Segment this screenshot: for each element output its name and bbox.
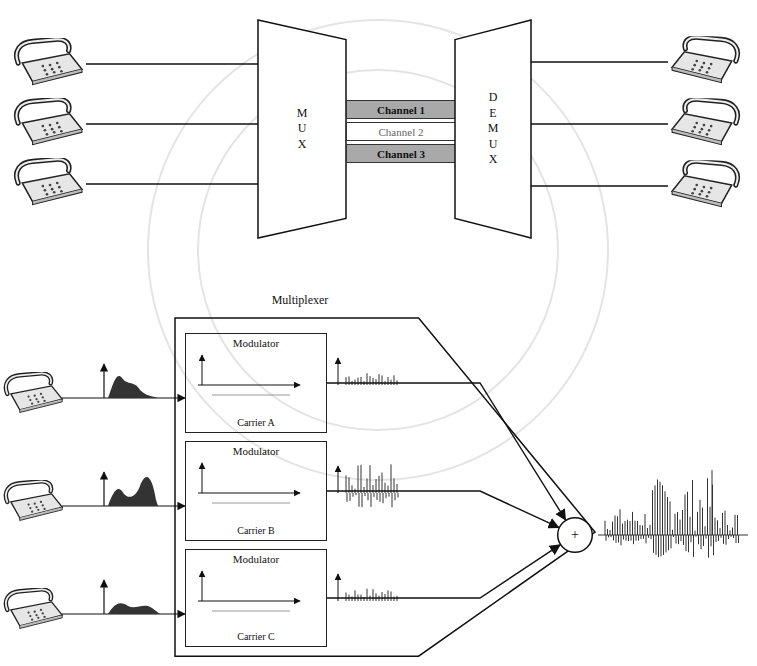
- summing-circle: +: [557, 517, 593, 553]
- channel-band: Channel 1: [346, 100, 456, 119]
- mux-block: M U X: [258, 20, 346, 238]
- signal-connector: [327, 383, 565, 520]
- node-label: M U X: [296, 106, 308, 153]
- node-label: D E M U X: [487, 90, 499, 168]
- carrier-label: Carrier C: [237, 631, 275, 642]
- channel-band: Channel 3: [346, 144, 456, 163]
- modulator-label: Modulator: [233, 337, 279, 349]
- node-label: Channel 2: [379, 126, 424, 138]
- modulator-box: ModulatorCarrier A: [185, 333, 327, 433]
- demux-block: D E M U X: [455, 20, 531, 238]
- modulator-box: ModulatorCarrier C: [185, 549, 327, 647]
- modulator-label: Modulator: [233, 553, 279, 565]
- multiplexer-block: MultiplexerModulatorCarrier AModulatorCa…: [175, 293, 595, 658]
- signal-connector: [327, 491, 559, 527]
- block-heading: Multiplexer: [175, 293, 425, 308]
- node-label: Channel 1: [377, 104, 425, 116]
- carrier-label: Carrier B: [237, 525, 275, 536]
- modulator-box: ModulatorCarrier B: [185, 441, 327, 541]
- node-label: +: [571, 527, 579, 543]
- signal-connector: [327, 545, 560, 598]
- carrier-label: Carrier A: [237, 417, 275, 428]
- modulator-label: Modulator: [233, 445, 279, 457]
- node-label: Channel 3: [377, 148, 425, 160]
- channel-band: Channel 2: [346, 122, 456, 141]
